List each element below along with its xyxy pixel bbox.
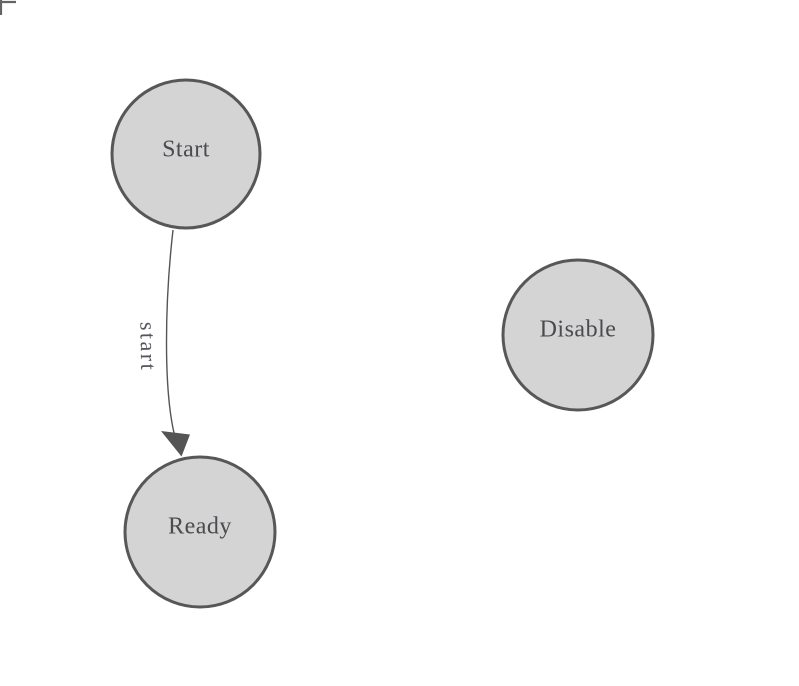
state-label-start: Start	[162, 136, 210, 162]
state-label-ready: Ready	[168, 513, 232, 539]
state-node-ready[interactable]: Ready	[123, 455, 277, 609]
state-circle-ready[interactable]	[123, 455, 277, 609]
state-label-disable: Disable	[540, 316, 617, 342]
edge-path[interactable]	[165, 229, 176, 438]
edge-label: start	[135, 322, 161, 373]
state-node-start[interactable]: Start	[110, 78, 262, 230]
edge-start-to-ready[interactable]: start	[135, 229, 190, 457]
edge-arrowhead-icon	[161, 431, 190, 457]
state-circle-disable[interactable]	[501, 258, 655, 412]
state-node-disable[interactable]: Disable	[501, 258, 655, 412]
paper-corner-mark	[0, 0, 16, 15]
state-circle-start[interactable]	[110, 78, 262, 230]
